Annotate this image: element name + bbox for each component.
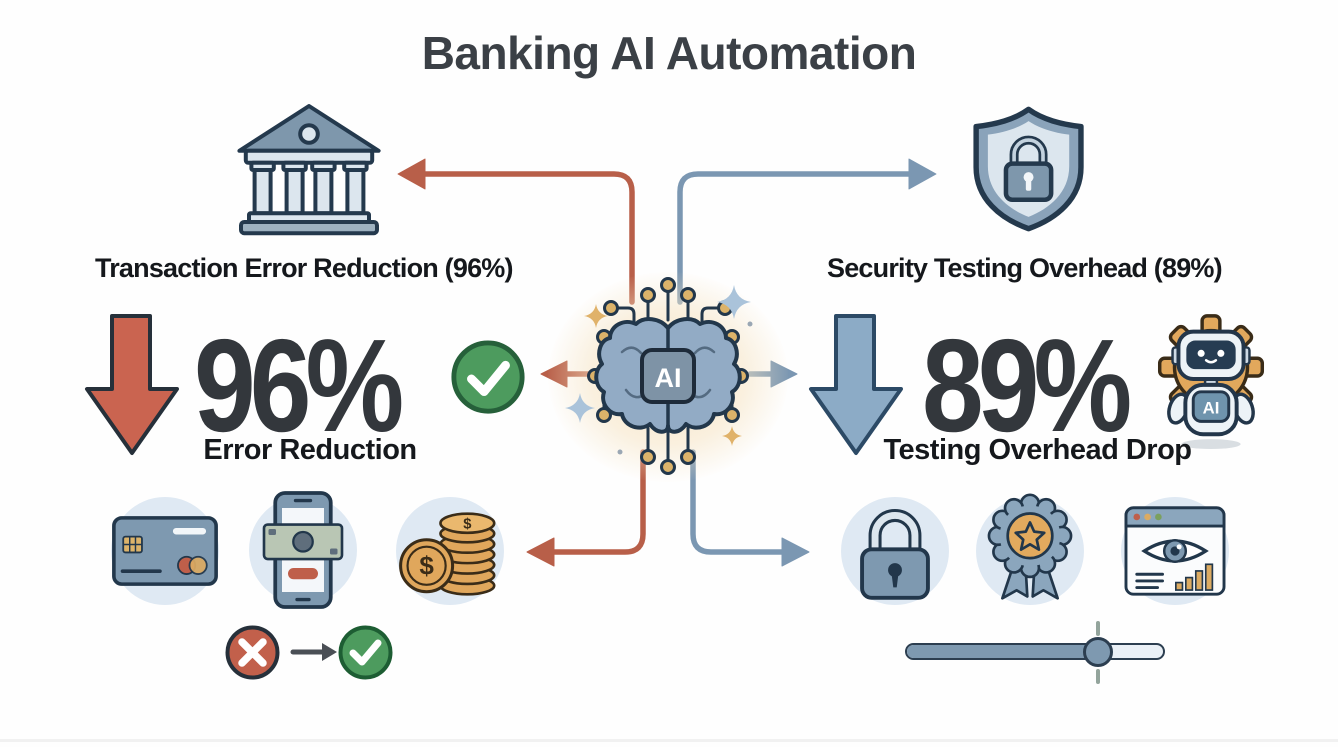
arrowhead-to-shield	[908, 158, 937, 190]
sparkle-icons	[565, 285, 753, 455]
mobile-payment-icon	[249, 491, 357, 609]
blue-down-arrow-icon	[809, 314, 903, 455]
arrow-line-to-payments	[541, 449, 646, 555]
star-icon	[1014, 521, 1046, 551]
robot-eye-left	[1197, 349, 1205, 357]
padlock-icon	[841, 497, 949, 605]
page-title: Banking AI Automation	[421, 27, 917, 79]
error-cross-icon	[225, 625, 280, 680]
arrow-line-to-shield	[677, 171, 923, 305]
ai-robot-gear-icon: AI	[1157, 314, 1265, 450]
red-down-arrow-icon	[85, 314, 179, 455]
right-heading: Security Testing Overhead (89%)	[827, 253, 1223, 283]
arrowhead-to-bank	[397, 158, 426, 190]
robot-chest-label: AI	[1203, 399, 1220, 418]
slider-track[interactable]	[905, 643, 1165, 660]
monitoring-browser-icon	[1121, 497, 1229, 605]
left-heading: Transaction Error Reduction (96%)	[95, 253, 514, 283]
ai-brain-chip-icon: AI	[565, 277, 753, 475]
shield-lock-icon	[973, 106, 1084, 232]
award-rosette-icon	[976, 493, 1084, 605]
bottom-divider	[0, 739, 1338, 742]
ai-chip	[640, 348, 696, 404]
right-stat-label: Testing Overhead Drop	[883, 434, 1192, 466]
browser-dot-green	[1155, 513, 1162, 521]
ai-chip-label: AI	[655, 363, 682, 393]
slider-knob[interactable]	[1083, 637, 1113, 667]
left-stat-label: Error Reduction	[203, 434, 417, 466]
arrowhead-to-payments	[526, 537, 555, 567]
slider-fill	[907, 645, 1097, 658]
pay-button	[288, 568, 318, 580]
slider-tick-bottom	[1096, 669, 1100, 684]
bar-chart-icon	[1175, 563, 1214, 591]
right-percent-value: 89%	[922, 312, 1132, 459]
credit-card-icon	[111, 497, 219, 605]
brain-shape: AI	[594, 317, 742, 434]
left-percent-value: 96%	[194, 312, 404, 459]
browser-dot-gold	[1144, 513, 1151, 521]
slider-tick-top	[1096, 621, 1100, 636]
arrow-line-to-bank	[411, 171, 635, 305]
transition-arrow-icon	[290, 643, 337, 661]
check-circle-icon	[451, 340, 525, 414]
coins-icon: $ $	[396, 497, 504, 605]
bank-icon	[237, 104, 381, 236]
arrowhead-to-security-icons	[781, 537, 810, 567]
arrow-line-to-security-icons	[690, 449, 795, 555]
stack-dollar-sign: $	[463, 516, 471, 532]
browser-dot-red	[1133, 513, 1141, 521]
robot-eye-right	[1217, 349, 1225, 357]
coin-dollar-sign: $	[419, 550, 434, 580]
success-check-icon	[338, 625, 393, 680]
